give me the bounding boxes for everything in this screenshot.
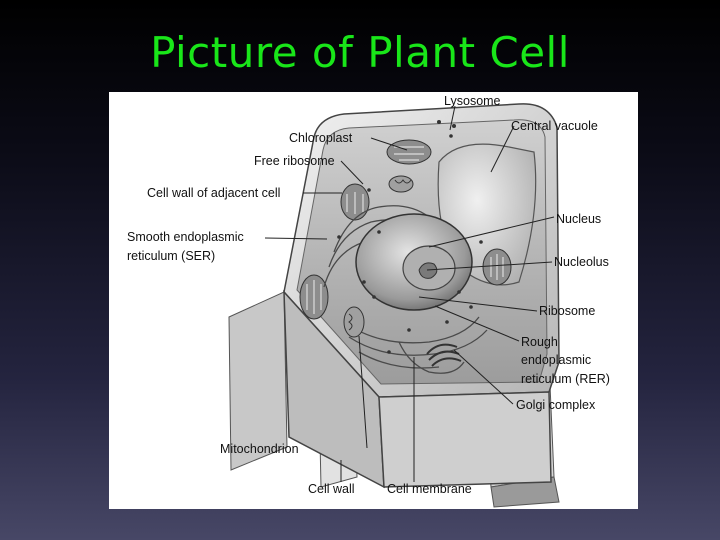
- label-nucleus: Nucleus: [556, 212, 601, 226]
- label-ribosome: Ribosome: [539, 304, 595, 318]
- label-ser-line1: Smooth endoplasmic: [127, 230, 244, 244]
- label-rer-line2: endoplasmic: [521, 353, 591, 367]
- label-nucleolus: Nucleolus: [554, 255, 609, 269]
- label-golgi-complex: Golgi complex: [516, 398, 596, 412]
- label-lysosome: Lysosome: [444, 94, 501, 108]
- plant-cell-diagram: Lysosome Central vacuole Chloroplast Fre…: [109, 92, 638, 509]
- label-cell-membrane: Cell membrane: [387, 482, 472, 496]
- label-free-ribosome: Free ribosome: [254, 154, 335, 168]
- label-cell-wall-adjacent: Cell wall of adjacent cell: [147, 186, 280, 200]
- label-central-vacuole: Central vacuole: [511, 119, 598, 133]
- label-rer-line1: Rough: [521, 335, 558, 349]
- label-chloroplast: Chloroplast: [289, 131, 353, 145]
- label-ser-line2: reticulum (SER): [127, 249, 215, 263]
- label-cell-wall: Cell wall: [308, 482, 355, 496]
- plant-cell-figure: Lysosome Central vacuole Chloroplast Fre…: [109, 92, 638, 509]
- slide-title: Picture of Plant Cell: [0, 28, 720, 77]
- label-mitochondrion: Mitochondrion: [220, 442, 299, 456]
- label-rer-line3: reticulum (RER): [521, 372, 610, 386]
